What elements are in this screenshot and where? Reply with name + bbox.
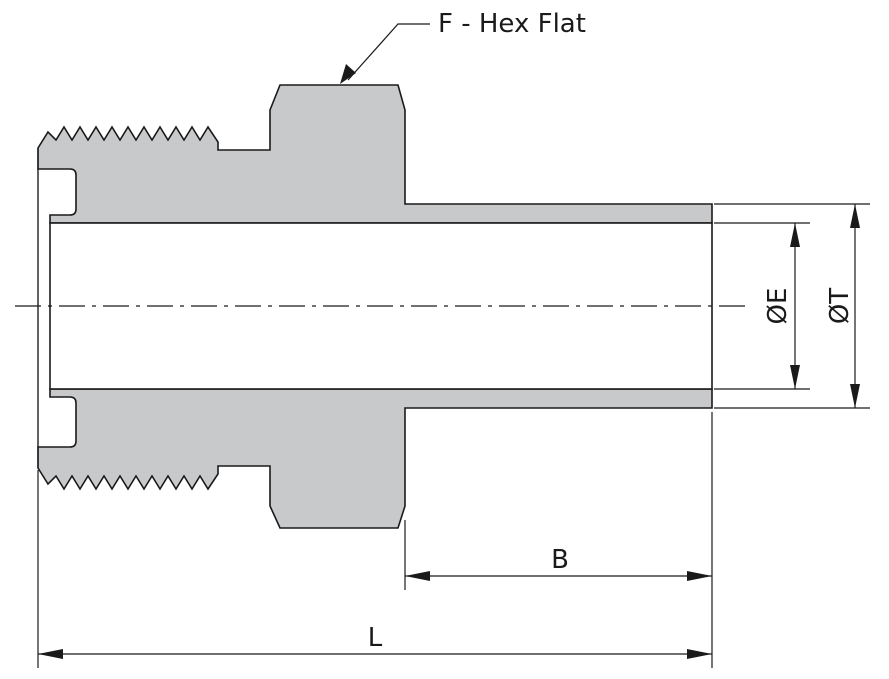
arrow-l-left — [38, 649, 63, 659]
arrow-b-right — [687, 571, 712, 581]
dim-t-label: ØT — [825, 288, 855, 324]
fitting-body-lower — [37, 388, 713, 529]
hex-flat-label: F - Hex Flat — [438, 9, 586, 39]
arrow-t-bottom — [850, 384, 860, 408]
arrow-e-bottom — [790, 365, 800, 389]
arrow-b-left — [405, 571, 430, 581]
arrow-t-top — [850, 204, 860, 228]
arrow-l-right — [687, 649, 712, 659]
hex-flat-arrow — [340, 64, 356, 84]
dim-l-label: L — [368, 623, 383, 653]
fitting-body-upper — [37, 84, 713, 224]
hex-flat-leader — [347, 23, 430, 81]
dim-b-label: B — [551, 545, 569, 575]
arrow-e-top — [790, 223, 800, 247]
dim-e-label: ØE — [763, 288, 793, 325]
